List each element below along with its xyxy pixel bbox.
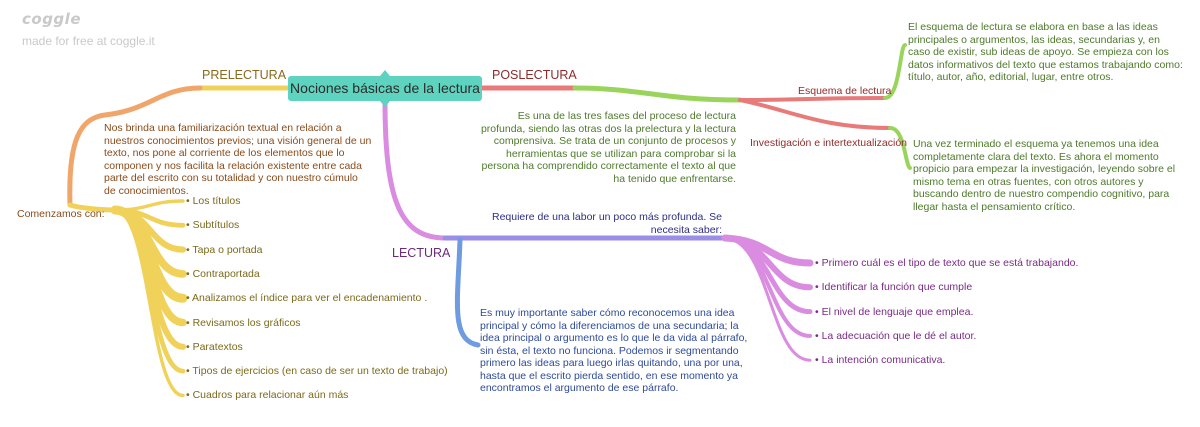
investigacion-detail: Una vez terminado el esquema ya tenemos … xyxy=(913,138,1176,213)
prelectura-item[interactable]: • Contraportada xyxy=(186,267,260,280)
prelectura-item[interactable]: • Subtítulos xyxy=(186,219,240,232)
central-node[interactable]: Nociones básicas de la lectura xyxy=(288,76,482,101)
prelectura-item[interactable]: • Analizamos el índice para ver el encad… xyxy=(186,292,428,305)
investigacion-label[interactable]: Investigación e intertextualización xyxy=(750,137,908,149)
branch-investigacion xyxy=(738,98,892,130)
branch-poslectura-main xyxy=(572,85,743,103)
poslectura-description: Es una de las tres fases del proceso de … xyxy=(480,110,736,185)
branch-esquema-detail xyxy=(883,43,907,100)
prelectura-item[interactable]: • Tipos de ejercicios (en caso de ser un… xyxy=(186,365,448,378)
lectura-item-branch xyxy=(723,236,812,362)
branch-prelectura-left xyxy=(67,85,203,208)
branch-note xyxy=(454,237,481,348)
center-top-notch xyxy=(380,70,390,76)
lectura-item[interactable]: • El nivel de lenguaje que emplea. xyxy=(815,305,974,318)
made-with-tagline[interactable]: made for free at coggle.it xyxy=(22,34,155,48)
prelectura-description: Nos brinda una familiarización textual e… xyxy=(104,122,372,197)
prelectura-item[interactable]: • Tapa o portada xyxy=(186,243,263,256)
prelectura-item[interactable]: • Los títulos xyxy=(186,195,241,207)
prelectura-item[interactable]: • Paratextos xyxy=(186,340,243,353)
prelectura-item-branch xyxy=(113,208,185,398)
prelectura-item[interactable]: • Cuadros para relacionar aún más xyxy=(186,389,349,402)
coggle-logo: coggle xyxy=(22,10,81,28)
esquema-label[interactable]: Esquema de lectura xyxy=(798,85,892,97)
prelectura-item-branches xyxy=(110,199,188,398)
prelectura-heading[interactable]: PRELECTURA xyxy=(202,68,287,82)
branch-lectura xyxy=(382,98,448,241)
branch-esquema xyxy=(738,96,887,102)
center-bottom-notch xyxy=(380,101,390,107)
branch-investigacion-detail xyxy=(888,126,912,170)
lectura-item[interactable]: • Identificar la función que cumple xyxy=(815,281,973,294)
lectura-heading[interactable]: LECTURA xyxy=(392,246,451,260)
lectura-item[interactable]: • Primero cuál es el tipo de texto que s… xyxy=(815,257,1079,269)
poslectura-heading[interactable]: POSLECTURA xyxy=(492,68,577,82)
prelectura-item[interactable]: • Revisamos los gráficos xyxy=(186,316,301,329)
lectura-requirement: Requiere de una labor un poco más profun… xyxy=(492,211,722,236)
lectura-item[interactable]: • La adecuación que le dé el autor. xyxy=(815,329,977,342)
lectura-item-branches xyxy=(721,234,814,362)
esquema-detail: El esquema de lectura se elabora en base… xyxy=(908,21,1183,83)
lectura-note: Es muy importante saber cómo reconocemos… xyxy=(480,307,748,394)
comenzamos-label[interactable]: Comenzamos con: xyxy=(17,208,105,220)
lectura-item[interactable]: • La intención comunicativa. xyxy=(815,354,946,367)
